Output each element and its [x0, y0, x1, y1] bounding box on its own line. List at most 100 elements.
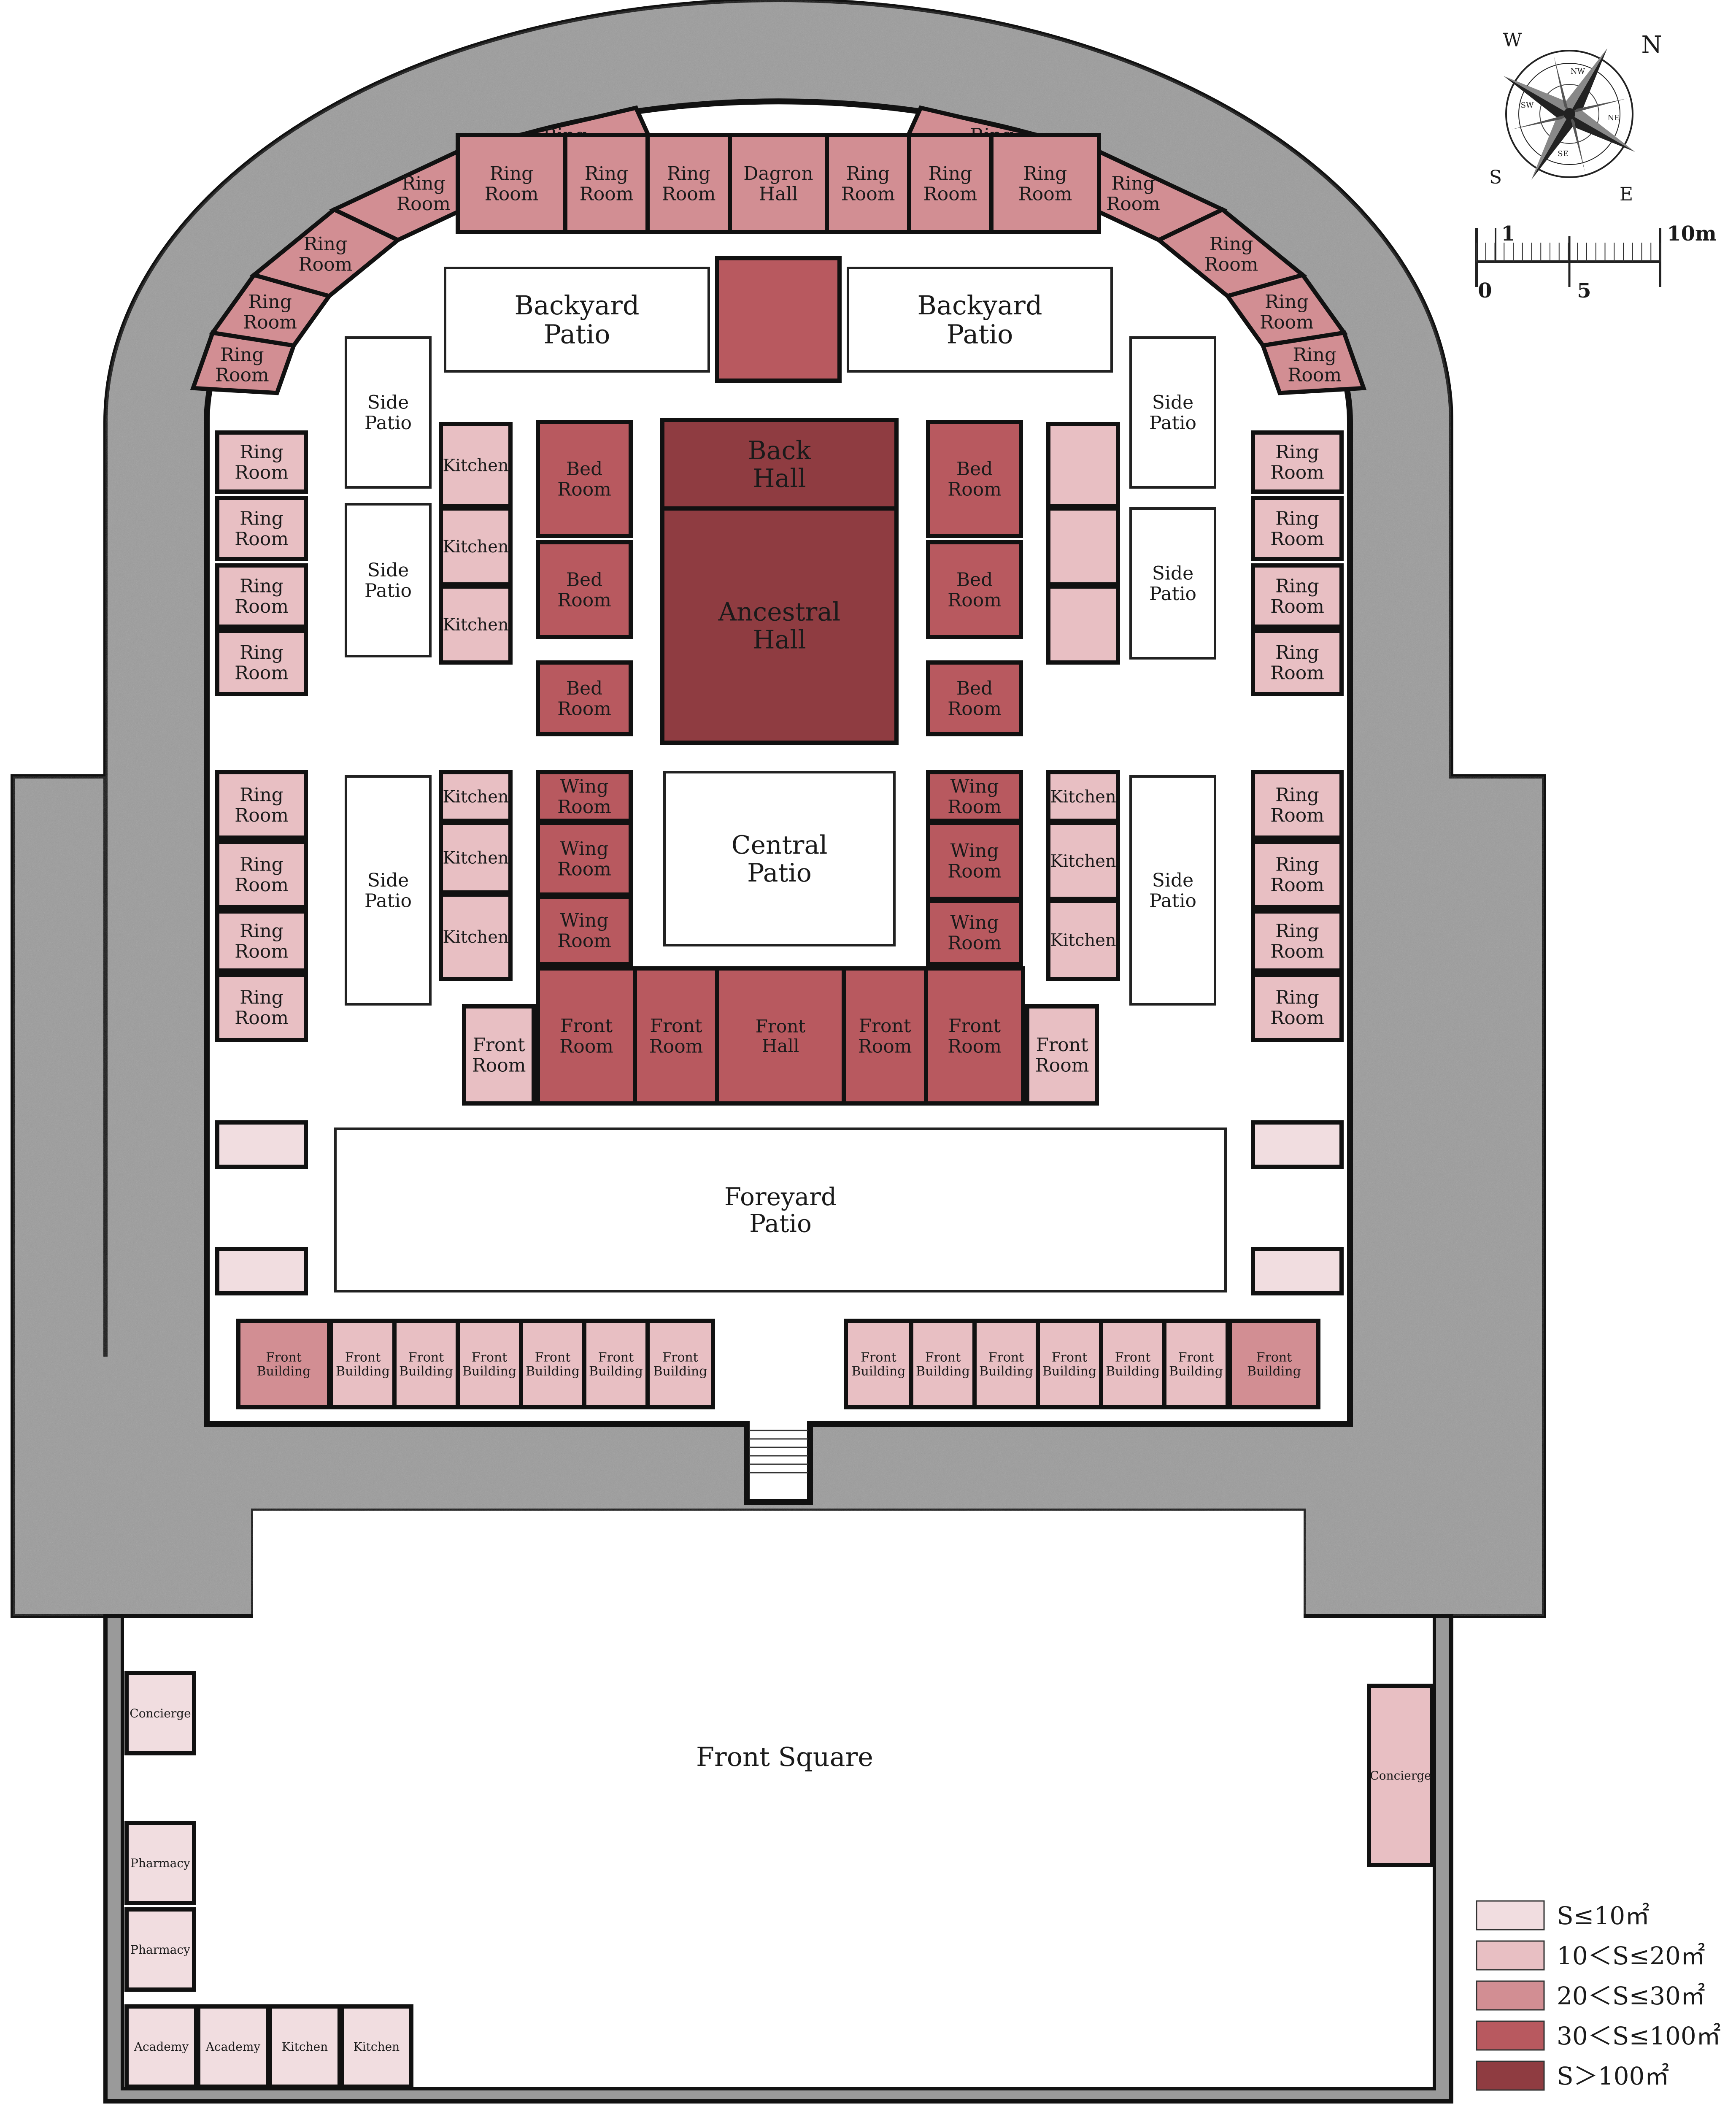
top-room-0 [456, 133, 567, 234]
left-ring-upper-2 [215, 563, 308, 629]
front-building-left-6 [645, 1319, 715, 1409]
kitchen-left-lower-2 [439, 892, 513, 981]
front-building-right-5 [1162, 1319, 1230, 1409]
corner-room-left-bottom [215, 1247, 308, 1295]
kitchen-square-1 [268, 2004, 342, 2089]
compass-sw: SW [1521, 101, 1534, 110]
compass-nw: NW [1571, 67, 1585, 76]
front-building-left-2 [392, 1319, 460, 1409]
compass-e: E [1620, 184, 1633, 205]
legend-label-2: 20＜S≤30㎡ [1557, 1982, 1705, 2010]
kitchen-right-lower-0-label: Kitchen [1050, 787, 1116, 807]
side-patio-right-bottom [1129, 775, 1216, 1006]
front-building-right-6 [1228, 1319, 1320, 1409]
front-building-left-0 [236, 1319, 331, 1409]
kitchen-left-lower-1-label: Kitchen [443, 849, 508, 868]
top-room-1 [563, 133, 650, 234]
left-ring-upper-0 [215, 430, 308, 494]
right-ring-lower-1 [1251, 840, 1344, 909]
pharmacy-2-label: Pharmacy [130, 1943, 190, 1957]
right-ring-lower-3 [1251, 973, 1344, 1042]
scale-label-5: 5 [1577, 279, 1591, 303]
concierge-right [1367, 1684, 1434, 1867]
academy-1-label: Academy [134, 2040, 189, 2054]
front-room-left-2 [633, 966, 719, 1106]
side-patio-left-bottom [345, 775, 432, 1006]
compass-ne: NE [1608, 114, 1620, 122]
central-patio [663, 771, 896, 946]
top-room-3 [728, 133, 829, 234]
room-right-upper-1 [1046, 506, 1120, 587]
side-patio-right-mid [1129, 507, 1216, 660]
bed-room-left-1 [536, 420, 633, 538]
legend-label-3: 30＜S≤100㎡ [1557, 2022, 1721, 2050]
front-building-right-4 [1099, 1319, 1166, 1409]
kitchen-right-lower-1-label: Kitchen [1050, 852, 1116, 871]
kitchen-left-lower-0 [439, 770, 513, 823]
right-ring-upper-3 [1251, 629, 1344, 696]
kitchen-left-upper-0 [439, 422, 513, 508]
front-building-left-3 [456, 1319, 523, 1409]
bed-room-left-3 [536, 660, 633, 736]
foreyard-patio [334, 1128, 1227, 1292]
left-ring-upper-1 [215, 496, 308, 561]
compass-rose: N W S E NW NE SW SE [1489, 30, 1662, 205]
compass-s: S [1489, 167, 1502, 188]
front-square-label: Front Square [696, 1741, 873, 1772]
wing-room-left-2 [536, 895, 633, 966]
kitchen-left-upper-2 [439, 584, 513, 665]
kitchen-left-lower-2-label: Kitchen [443, 927, 508, 947]
side-patio-left-top [345, 336, 432, 489]
legend-label-1: 10＜S≤20㎡ [1557, 1941, 1705, 1970]
legend-label-4: S＞100㎡ [1557, 2062, 1669, 2090]
pharmacy-1-label: Pharmacy [130, 1856, 190, 1870]
kitchen-right-lower-2-label: Kitchen [1050, 931, 1116, 950]
left-ring-lower-3 [215, 973, 308, 1042]
legend-swatch-0 [1476, 1900, 1545, 1931]
pharmacy-2 [124, 1907, 196, 1992]
corner-room-right-bottom [1251, 1247, 1344, 1295]
right-ring-upper-0 [1251, 430, 1344, 494]
